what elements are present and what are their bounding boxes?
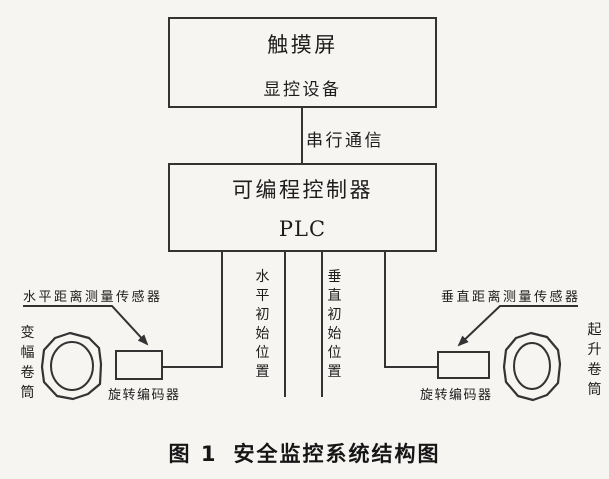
horizontal-initial-position-line [284, 252, 286, 397]
plc-title: 可编程控制器 [232, 178, 373, 202]
right-drum-symbol [502, 331, 562, 402]
right-sensor-label: 垂直距离测量传感器 [441, 290, 581, 305]
serial-link-line [301, 108, 303, 163]
touchscreen-subtitle: 显控设备 [263, 80, 342, 100]
figure-caption-number: 图 1 [168, 442, 218, 466]
left-drum-symbol [40, 331, 103, 401]
right-encoder-box [437, 351, 490, 379]
right-sensor-leader-arrow [457, 305, 578, 347]
serial-link-label: 串行通信 [306, 131, 384, 151]
touchscreen-box: 触摸屏 显控设备 [168, 17, 437, 108]
right-encoder-label: 旋转编码器 [420, 388, 493, 403]
plc-subtitle: PLC [278, 217, 327, 241]
left-sensor-leader-arrow [23, 305, 149, 346]
plc-to-left-encoder-line [221, 252, 223, 368]
plc-to-right-encoder-line [384, 252, 386, 368]
figure-caption: 图 1 安全监控系统结构图 [0, 438, 609, 468]
left-encoder-box [115, 350, 163, 380]
figure-caption-title: 安全监控系统结构图 [233, 442, 441, 466]
horizontal-initial-position-label: 水平初始位置 [255, 269, 270, 380]
left-encoder-label: 旋转编码器 [108, 388, 181, 403]
touchscreen-title: 触摸屏 [267, 33, 338, 57]
left-drum-label: 变幅卷筒 [20, 325, 35, 401]
right-encoder-connector-line [384, 366, 439, 368]
left-sensor-label: 水平距离测量传感器 [23, 290, 163, 305]
plc-box: 可编程控制器 PLC [168, 163, 437, 252]
vertical-initial-position-line [321, 252, 323, 397]
vertical-initial-position-label: 垂直初始位置 [327, 269, 342, 380]
right-drum-label: 起升卷筒 [587, 322, 602, 398]
left-encoder-connector-line [161, 366, 223, 368]
